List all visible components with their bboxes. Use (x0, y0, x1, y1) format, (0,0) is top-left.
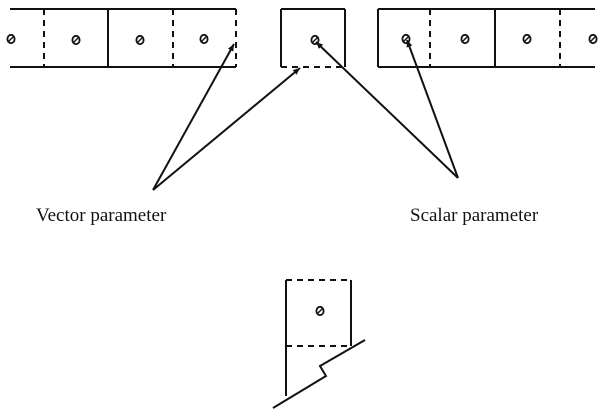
boundary-break-line (272, 339, 366, 409)
vector-arrow-right (152, 67, 301, 191)
cell-marker-icon (6, 33, 16, 45)
cell-markers (6, 33, 598, 317)
cell-marker-icon (310, 34, 320, 46)
scalar-arrow-right (406, 39, 459, 179)
cell-marker-icon (588, 33, 598, 45)
boundary-cell (285, 279, 352, 396)
single-cell (280, 8, 346, 68)
cell-marker-icon (71, 34, 81, 46)
vector-parameter-row (10, 8, 237, 68)
cell-marker-icon (315, 305, 325, 317)
cell-marker-icon (135, 34, 145, 46)
cell-marker-icon (522, 33, 532, 45)
scalar-arrow-left (315, 41, 459, 179)
cell-marker-icon (401, 33, 411, 45)
scalar-parameter-row (377, 8, 595, 68)
cell-marker-icon (199, 33, 209, 45)
cell-marker-icon (460, 33, 470, 45)
scalar-parameter-label: Scalar parameter (410, 205, 539, 226)
vector-parameter-label: Vector parameter (36, 205, 167, 226)
vector-arrow-left (152, 43, 235, 191)
